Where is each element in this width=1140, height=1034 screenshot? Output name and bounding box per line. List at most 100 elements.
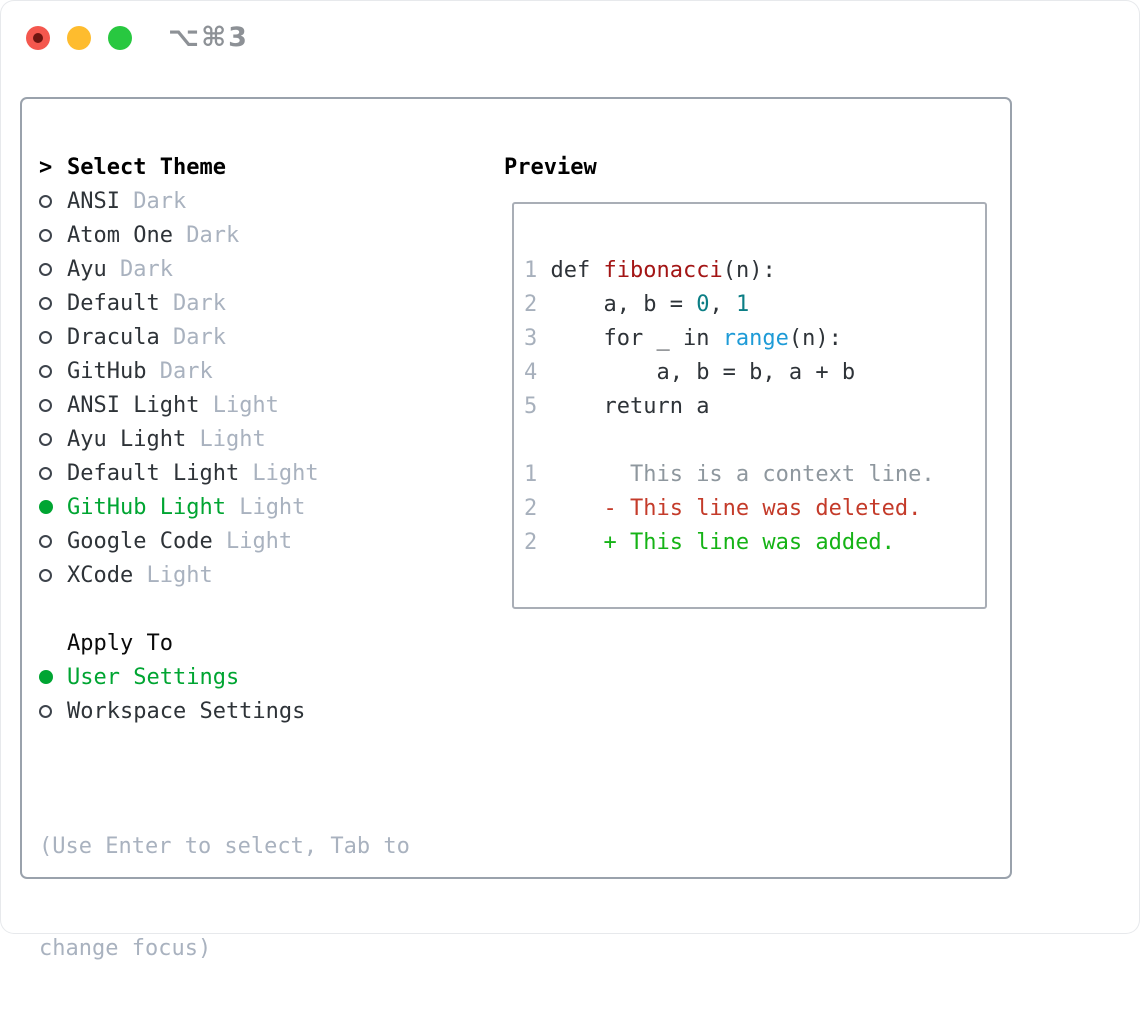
focus-prompt-marker: > (39, 155, 67, 180)
radio-selected-icon (39, 670, 67, 684)
help-text: (Use Enter to select, Tab to change focu… (39, 762, 410, 1034)
help-text-line2: change focus) (39, 936, 212, 961)
variant-label: Dark (146, 358, 213, 384)
radio-unselected-icon (39, 466, 67, 480)
ring-icon (39, 534, 52, 548)
theme-option-default[interactable]: Default Dark (39, 286, 319, 320)
radio-unselected-icon (39, 568, 67, 582)
code-line: 2 + This line was added. (524, 530, 895, 555)
minimize-button[interactable] (67, 26, 91, 50)
option-label: GitHub Light (67, 494, 226, 520)
ring-icon (39, 364, 52, 378)
theme-option-google-code[interactable]: Google Code Light (39, 524, 319, 558)
ring-icon (39, 568, 52, 582)
variant-label: Dark (119, 188, 187, 214)
help-text-line1: (Use Enter to select, Tab to (39, 834, 410, 859)
option-label: Default Light (67, 460, 240, 486)
ring-icon (39, 330, 52, 344)
radio-unselected-icon (39, 398, 67, 412)
option-label: GitHub (67, 358, 147, 384)
radio-unselected-icon (39, 194, 67, 208)
ring-icon (39, 398, 52, 412)
variant-label: Light (186, 426, 266, 452)
ring-icon (39, 296, 52, 310)
code-line (524, 424, 985, 458)
radio-unselected-icon (39, 262, 67, 276)
ring-icon (39, 194, 52, 208)
ring-icon (39, 704, 52, 718)
code-sample: 1 def fibonacci(n): 2 a, b = 0, 1 3 for _ … (514, 204, 985, 560)
option-label: Ayu (67, 256, 107, 282)
option-label: Google Code (67, 528, 213, 554)
code-line: 1 def fibonacci(n): (524, 258, 776, 283)
option-label: ANSI (67, 188, 120, 214)
ring-icon (39, 466, 52, 480)
prompt-icon: > (39, 154, 53, 180)
variant-label: Dark (106, 256, 173, 282)
apply-option-workspace-settings[interactable]: Workspace Settings (39, 694, 319, 728)
theme-option-xcode[interactable]: XCode Light (39, 558, 319, 592)
option-label: Ayu Light (67, 426, 187, 452)
theme-option-ansi[interactable]: ANSI Dark (39, 184, 319, 218)
radio-unselected-icon (39, 364, 67, 378)
filled-dot-icon (39, 500, 53, 514)
radio-unselected-icon (39, 296, 67, 310)
variant-label: Light (133, 562, 213, 588)
window-title: ⌥⌘3 (168, 22, 249, 53)
option-label: XCode (67, 562, 134, 588)
radio-unselected-icon (39, 534, 67, 548)
code-line: 4 a, b = b, a + b (524, 360, 856, 385)
option-label: User Settings (67, 664, 240, 690)
theme-option-default-light[interactable]: Default Light Light (39, 456, 319, 490)
radio-unselected-icon (39, 330, 67, 344)
apply-option-user-settings[interactable]: User Settings (39, 660, 319, 694)
preview-title: Preview (504, 154, 597, 180)
ring-icon (39, 228, 52, 242)
radio-selected-icon (39, 500, 67, 514)
close-button[interactable] (26, 26, 50, 50)
radio-unselected-icon (39, 432, 67, 446)
theme-option-ayu-light[interactable]: Ayu Light Light (39, 422, 319, 456)
variant-label: Light (199, 392, 279, 418)
theme-option-github[interactable]: GitHub Dark (39, 354, 319, 388)
option-label: ANSI Light (67, 392, 200, 418)
code-line: 3 for _ in range(n): (524, 326, 842, 351)
ring-icon (39, 432, 52, 446)
code-line: 1 This is a context line. (524, 462, 935, 487)
filled-dot-icon (39, 670, 53, 684)
variant-label: Dark (159, 324, 226, 350)
option-label: Atom One (67, 222, 173, 248)
select-theme-header: > Select Theme (39, 150, 319, 184)
code-line: 2 - This line was deleted. (524, 496, 922, 521)
variant-label: Dark (172, 222, 240, 248)
option-label: Default (67, 290, 160, 316)
variant-label: Light (225, 494, 306, 520)
spacer-row (39, 592, 319, 626)
option-label: Workspace Settings (67, 698, 306, 724)
ring-icon (39, 262, 52, 276)
theme-option-atom-one[interactable]: Atom One Dark (39, 218, 319, 252)
theme-option-github-light[interactable]: GitHub Light Light (39, 490, 319, 524)
radio-unselected-icon (39, 228, 67, 242)
preview-pane: Preview 1 def fibonacci(n): 2 a, b = 0, 1… (504, 150, 987, 609)
code-line: 2 a, b = 0, 1 (524, 292, 750, 317)
option-label: Dracula (67, 324, 160, 350)
variant-label: Light (212, 528, 293, 554)
preview-code-box: 1 def fibonacci(n): 2 a, b = 0, 1 3 for _ … (512, 202, 987, 609)
variant-label: Dark (159, 290, 226, 316)
variant-label: Light (239, 460, 319, 486)
theme-option-dracula[interactable]: Dracula Dark (39, 320, 319, 354)
code-line: 5 return a (524, 394, 710, 419)
zoom-button[interactable] (108, 26, 132, 50)
close-dot-icon (33, 33, 43, 43)
theme-option-ayu[interactable]: Ayu Dark (39, 252, 319, 286)
radio-unselected-icon (39, 704, 67, 718)
select-theme-title: Select Theme (67, 154, 226, 180)
traffic-lights (26, 26, 132, 50)
theme-option-ansi-light[interactable]: ANSI Light Light (39, 388, 319, 422)
title-bar: ⌥⌘3 (0, 0, 1140, 76)
